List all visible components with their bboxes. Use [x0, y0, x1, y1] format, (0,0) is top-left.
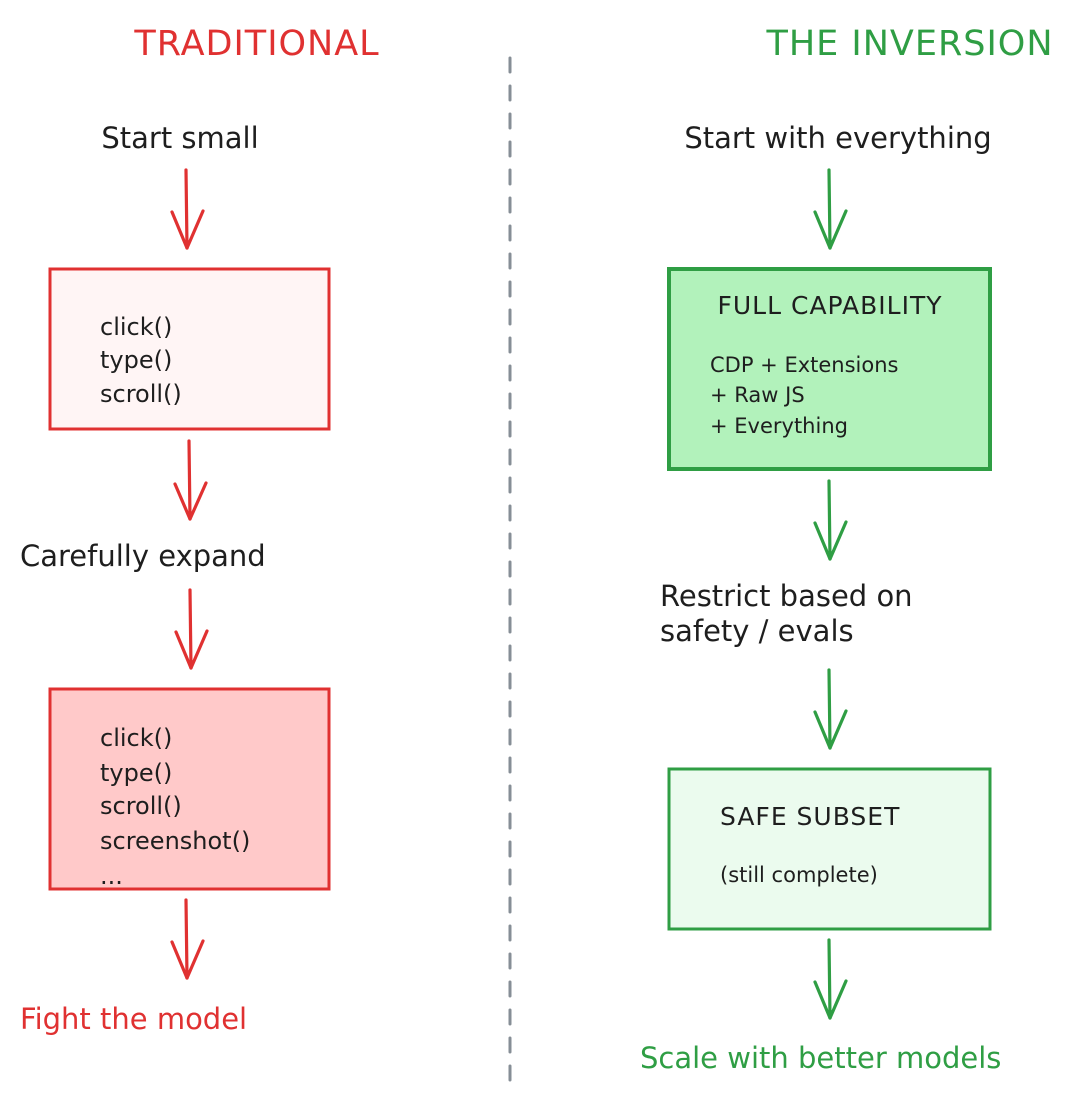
- left-title: TRADITIONAL: [133, 24, 379, 64]
- right-arrow-4: [813, 938, 848, 1020]
- right-middle-label-line-2: safety / evals: [660, 614, 854, 648]
- right-end-label: Scale with better models: [640, 1041, 1001, 1075]
- left-middle-label: Carefully expand: [20, 539, 266, 573]
- left-arrow-2: [173, 439, 208, 521]
- left-arrow-3: [174, 588, 209, 670]
- left-box1-line-1: click(): [100, 313, 172, 341]
- left-box2-line-1: click(): [100, 724, 172, 752]
- right-box1-line-2: + Raw JS: [710, 383, 805, 407]
- right-arrow-1: [813, 168, 848, 250]
- left-start-label: Start small: [101, 121, 258, 155]
- right-box2-title: SAFE SUBSET: [720, 802, 900, 831]
- left-box-basic: [48, 267, 331, 431]
- right-box1-title: FULL CAPABILITY: [718, 291, 943, 320]
- right-arrow-2: [813, 479, 848, 561]
- right-box-full-capability: [667, 267, 992, 471]
- left-box1-line-2: type(): [100, 346, 172, 374]
- left-box2-line-3: scroll(): [100, 792, 182, 820]
- right-title: THE INVERSION: [765, 24, 1053, 64]
- left-arrow-4: [170, 898, 205, 980]
- left-box-expanded: [48, 687, 331, 891]
- right-box-safe-subset: [667, 767, 992, 931]
- right-box1-line-3: + Everything: [710, 414, 848, 438]
- left-arrow-1: [170, 168, 205, 250]
- left-end-label: Fight the model: [20, 1002, 247, 1036]
- left-box1-line-3: scroll(): [100, 380, 182, 408]
- right-middle-label-line-1: Restrict based on: [660, 579, 913, 613]
- right-box1-line-1: CDP + Extensions: [710, 353, 898, 377]
- right-start-label: Start with everything: [684, 121, 991, 155]
- right-arrow-3: [813, 668, 848, 750]
- right-box2-line-1: (still complete): [720, 863, 878, 887]
- left-box2-line-2: type(): [100, 759, 172, 787]
- left-box2-line-5: ...: [100, 862, 123, 890]
- left-box2-line-4: screenshot(): [100, 827, 250, 855]
